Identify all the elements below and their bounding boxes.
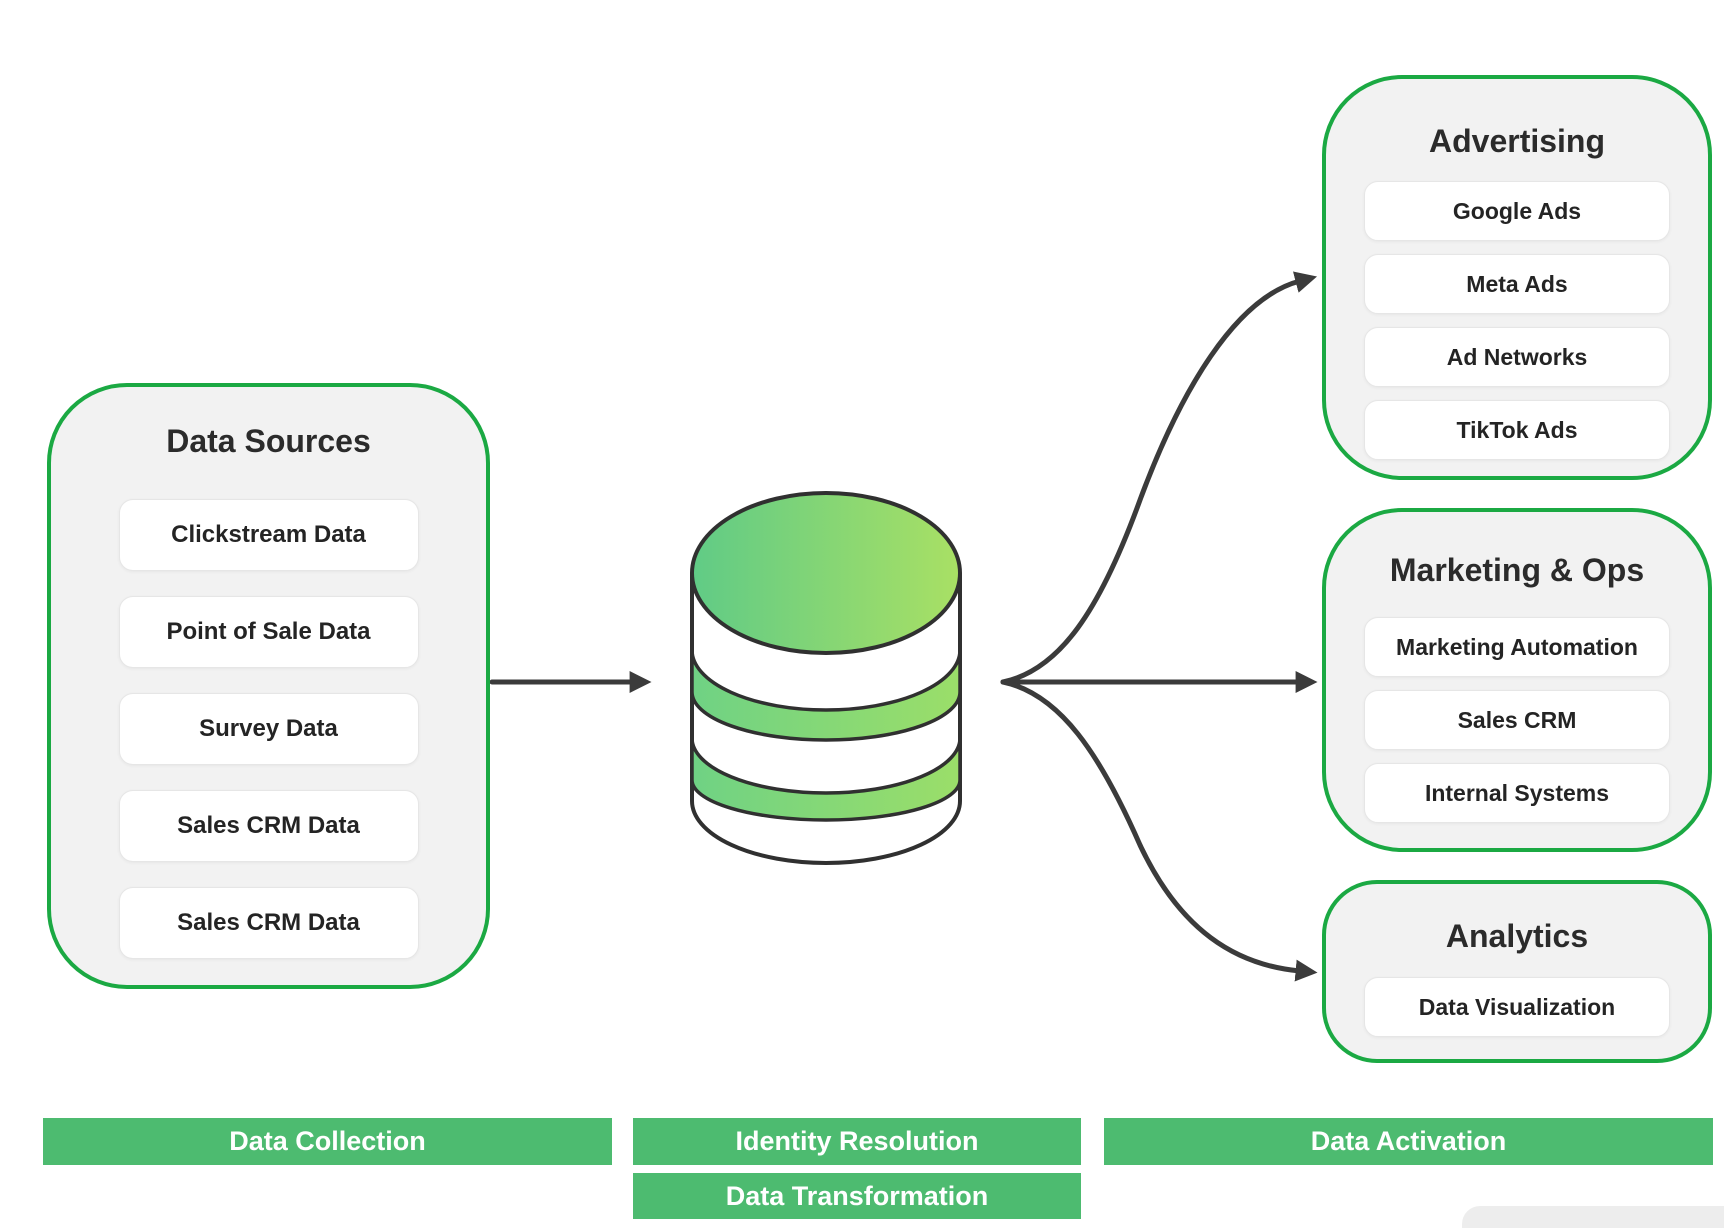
stage-banner-identity-resolution: Identity Resolution [633,1118,1081,1165]
panel-title: Marketing & Ops [1389,552,1645,588]
arrow-database-to-advertising [1000,271,1318,685]
advertising-panel: Advertising Google Ads Meta Ads Ad Netwo… [1322,75,1712,480]
data-sources-panel: Data Sources Clickstream Data Point of S… [47,383,490,989]
list-item: Sales CRM Data [118,887,419,959]
list-item: Point of Sale Data [118,596,419,668]
list-item: Ad Networks [1364,327,1670,387]
database-cylinder-icon [690,491,962,865]
list-item: Clickstream Data [118,499,419,571]
marketing-ops-list: Marketing Automation Sales CRM Internal … [1364,617,1670,823]
arrow-database-to-analytics [1000,679,1318,982]
stage-banner-data-transformation: Data Transformation [633,1173,1081,1219]
list-item: Google Ads [1364,181,1670,241]
analytics-list: Data Visualization [1364,977,1670,1037]
list-item: Data Visualization [1364,977,1670,1037]
panel-title: Advertising [1428,123,1606,159]
list-item: Sales CRM [1364,690,1670,750]
advertising-list: Google Ads Meta Ads Ad Networks TikTok A… [1364,181,1670,460]
list-item: Internal Systems [1364,763,1670,823]
analytics-panel: Analytics Data Visualization [1322,880,1712,1063]
list-item: Marketing Automation [1364,617,1670,677]
stage-banner-data-activation: Data Activation [1104,1118,1713,1165]
list-item: Meta Ads [1364,254,1670,314]
watermark-shape [1462,1206,1724,1228]
list-item: Survey Data [118,693,419,765]
list-item: TikTok Ads [1364,400,1670,460]
panel-title: Data Sources [166,423,371,459]
marketing-ops-panel: Marketing & Ops Marketing Automation Sal… [1322,508,1712,852]
panel-title: Analytics [1445,918,1589,954]
list-item: Sales CRM Data [118,790,419,862]
data-sources-list: Clickstream Data Point of Sale Data Surv… [118,499,419,959]
stage-banner-data-collection: Data Collection [43,1118,612,1165]
